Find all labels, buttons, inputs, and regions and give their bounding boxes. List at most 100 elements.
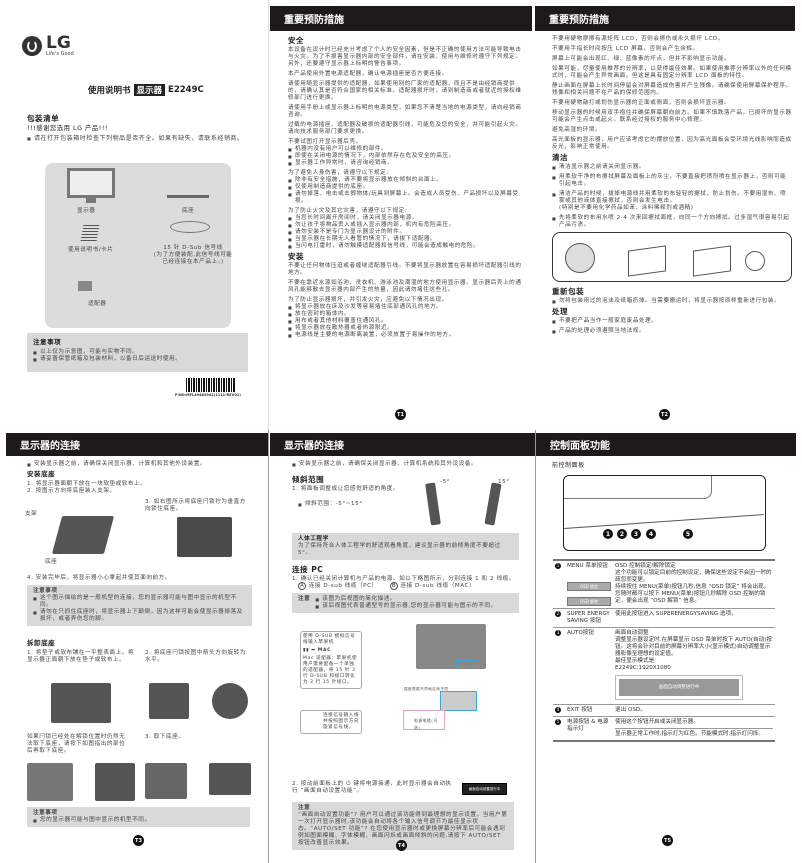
page-number: T5 bbox=[662, 835, 673, 846]
control-desc: 持续按住 MENU(菜单)按钮几秒,信息 “OSD 锁定” 将会出现。 bbox=[615, 584, 770, 590]
release-image-2 bbox=[95, 763, 135, 801]
page-t4: 显示器的连接 安装显示器之前，请确保关闭显示器、计算机系统和其外设设备。 倾斜范… bbox=[270, 430, 535, 863]
control-desc: 画面自动调整 bbox=[615, 630, 649, 636]
monitor-back-image bbox=[51, 683, 111, 723]
osd-lock-label: OSD 锁定 bbox=[567, 582, 611, 591]
section-title: 拆卸底座 bbox=[27, 639, 56, 647]
control-desc: OSD 控制锁定/解除锁定 bbox=[615, 563, 676, 569]
intro-text: 请在打开包装箱时检查下列物品是否齐全。如果有缺失，请联系经销商。 bbox=[27, 135, 252, 143]
control-desc: 使用此按钮进入 SUPERENERGYSAVING 选项。 bbox=[615, 611, 737, 617]
section-title: 重新包装 bbox=[552, 287, 585, 296]
control-desc: 最佳显示模式是: bbox=[615, 658, 657, 664]
note-box: 注意 “画面自动设置功能”? 用户可以通过该功能得到最理想的显示设置。当用户第一… bbox=[292, 802, 514, 850]
page-header: 显示器的连接 bbox=[6, 433, 268, 456]
cover-page: LG Life's Good 使用说明书 显示器 E2249C 包装清单 !!!… bbox=[0, 0, 268, 430]
button-marker-2: 2 bbox=[617, 529, 627, 539]
remove-image-1 bbox=[145, 763, 187, 799]
package-contents-box: 显示器 底座 使用说明书/卡片 15 针 D-Sub 信号线 (为了方便装配,此… bbox=[45, 163, 233, 328]
release-image-1 bbox=[27, 763, 73, 801]
row-number: 3 bbox=[555, 630, 561, 636]
button-marker-5: 5 bbox=[683, 529, 693, 539]
control-desc: E2249C:1920X1080 bbox=[615, 665, 671, 671]
stand-image bbox=[167, 195, 209, 198]
control-desc: 您随时都可以按下 MENU(菜单)按钮几秒解除 OSD 控制的锁定，便会出现 “… bbox=[615, 591, 766, 604]
page-header: 控制面板功能 bbox=[536, 433, 796, 456]
notes-box: 注意事项 这个图示描绘的是一般机型的连接，您的显示器可能与图中显示的机型不同。 … bbox=[27, 585, 252, 626]
monitor-image bbox=[67, 168, 115, 198]
control-desc: 调整显示器设定时,在屏幕显示 OSD 菜单时按下 AUTO(自动)按钮。这将会针… bbox=[615, 637, 772, 657]
lg-logo: LG Life's Good bbox=[22, 35, 74, 57]
osd-unlock-label: OSD 解锁 bbox=[567, 597, 611, 606]
page-title: 使用说明书 显示器 E2249C bbox=[88, 84, 204, 96]
page-t3: 显示器的连接 安装显示器之前，请确保关闭显示器、计算机和其他外设装置。 安装底座… bbox=[0, 430, 268, 863]
button-marker-4: 4 bbox=[646, 529, 656, 539]
control-name: SUPER ENERGY SAVING 按钮 bbox=[567, 611, 610, 624]
control-desc: 退出 OSD。 bbox=[615, 707, 646, 713]
control-desc: 使用这个按钮开启或关闭显示器。 bbox=[615, 719, 699, 725]
section-title: 倾斜范围 bbox=[292, 475, 325, 484]
section-title: 安装底座 bbox=[27, 470, 56, 478]
barcode bbox=[186, 378, 236, 392]
control-name: AUTO按钮 bbox=[567, 630, 594, 636]
control-row: 3 AUTO按钮 画面自动调整调整显示器设定时,在屏幕显示 OSD 菜单时按下 AU… bbox=[553, 628, 775, 705]
section-title: 清洁 bbox=[552, 153, 569, 162]
item-cable: 15 针 D-Sub 信号线 (为了方便装配,此信号线可能已经连接在本产品上。) bbox=[153, 245, 233, 265]
notes-box: 注意事项 以上仅为示意图，可能与实物不同。 请妥善保管纸箱及包装材料，以备日后运… bbox=[27, 333, 248, 372]
section-title: 安装 bbox=[288, 252, 305, 261]
item-adapter: 适配器 bbox=[88, 301, 107, 307]
remove-image-2 bbox=[209, 763, 251, 795]
page-number: T4 bbox=[396, 840, 407, 851]
thanks-text: !!!感谢您选用 LG 产品!!! bbox=[27, 125, 108, 132]
row-number: 4 bbox=[555, 707, 561, 713]
page-number: T3 bbox=[133, 835, 144, 846]
control-desc: 显示器正常工作时,指示灯为红色。节能模式时,指示灯闪烁。 bbox=[615, 728, 773, 738]
control-row: 2 SUPER ENERGY SAVING 按钮使用此按钮进入 SUPERENER… bbox=[553, 609, 775, 628]
page-number: T2 bbox=[659, 409, 670, 420]
control-row: 4 EXIT 按钮 退出 OSD。 bbox=[553, 705, 775, 717]
control-name: MENU 菜单按钮 bbox=[567, 563, 608, 569]
item-manual: 使用说明书/卡片 bbox=[68, 247, 114, 253]
item-stand: 底座 bbox=[182, 208, 195, 214]
mac-callout: 使用 D-SUB 模拟信号线输入苹果机 ▮▮ ➡ MAC Mac 适配器：苹果机… bbox=[300, 631, 362, 689]
page-header: 重要预防措施 bbox=[535, 6, 795, 31]
section-title: 前控制面板 bbox=[552, 462, 585, 469]
cleaning-illustration bbox=[552, 232, 792, 282]
stand-install-image bbox=[51, 516, 115, 554]
manual-image bbox=[80, 225, 100, 241]
control-name: EXIT 按钮 bbox=[567, 707, 593, 713]
page-number: T1 bbox=[395, 409, 406, 420]
control-row: 5 电源按钮 & 电源指示灯使用这个按钮开启或关闭显示器。显示器正常工作时,指示灯… bbox=[553, 717, 775, 741]
note-box: 注意 该图为后视图的简化描述。该后视图代表普通型号的显示器,您的显示器可能与图示… bbox=[292, 593, 519, 613]
page-header: 显示器的连接 bbox=[270, 433, 535, 456]
control-name: 电源按钮 & 电源指示灯 bbox=[567, 719, 609, 732]
row-number: 5 bbox=[555, 719, 561, 725]
page-header: 重要预防措施 bbox=[270, 6, 532, 31]
cable-image bbox=[170, 221, 210, 233]
ergonomics-box: 人体工程学 为了保持符合人体工程学的舒适观看角度，建议显示器的前倾角度不要超过 … bbox=[292, 533, 519, 560]
auto-setup-screen: 画面自动设置进行中 bbox=[462, 783, 507, 795]
item-monitor: 显示器 bbox=[77, 208, 96, 214]
button-marker-1: 1 bbox=[603, 529, 613, 539]
page-t1: 重要预防措施 安全 本设备在设计时已经充分考虑了个人的安全因素，但是不正确的使用… bbox=[270, 0, 535, 430]
power-box: 电源电缆(可选) bbox=[403, 710, 445, 730]
barcode-text: P/NO:MFL49462941(1111-REV01) bbox=[175, 393, 241, 397]
lg-wordmark: LG bbox=[46, 33, 71, 53]
latch-zoom-image bbox=[212, 683, 248, 719]
control-desc: 这个功能可以锁定目前的控制设定，确保这些设定不会因一时的疏忽而变更。 bbox=[615, 570, 772, 583]
model-number: E2249C bbox=[168, 85, 204, 95]
auto-adjust-screen: 画面自动调整进行中 bbox=[615, 675, 743, 700]
lg-slogan: Life's Good bbox=[46, 51, 74, 57]
cable-callout: 连接信号输入线并按照图示方向旋紧信号线。 bbox=[300, 710, 362, 734]
button-marker-3: 3 bbox=[631, 529, 641, 539]
page-t2: 重要预防措施 不要用硬物摩擦有源矩阵 LCD，否则会擦伤或永久损坏 LCD。 不… bbox=[535, 0, 802, 430]
monitor-rear-image bbox=[416, 624, 486, 669]
section-title: 处理 bbox=[552, 307, 569, 316]
latch-image bbox=[177, 517, 232, 557]
port-highlight bbox=[456, 660, 478, 668]
row-number: 2 bbox=[555, 611, 561, 617]
title-box: 显示器 bbox=[133, 84, 166, 96]
section-title: 包装清单 bbox=[27, 114, 60, 123]
